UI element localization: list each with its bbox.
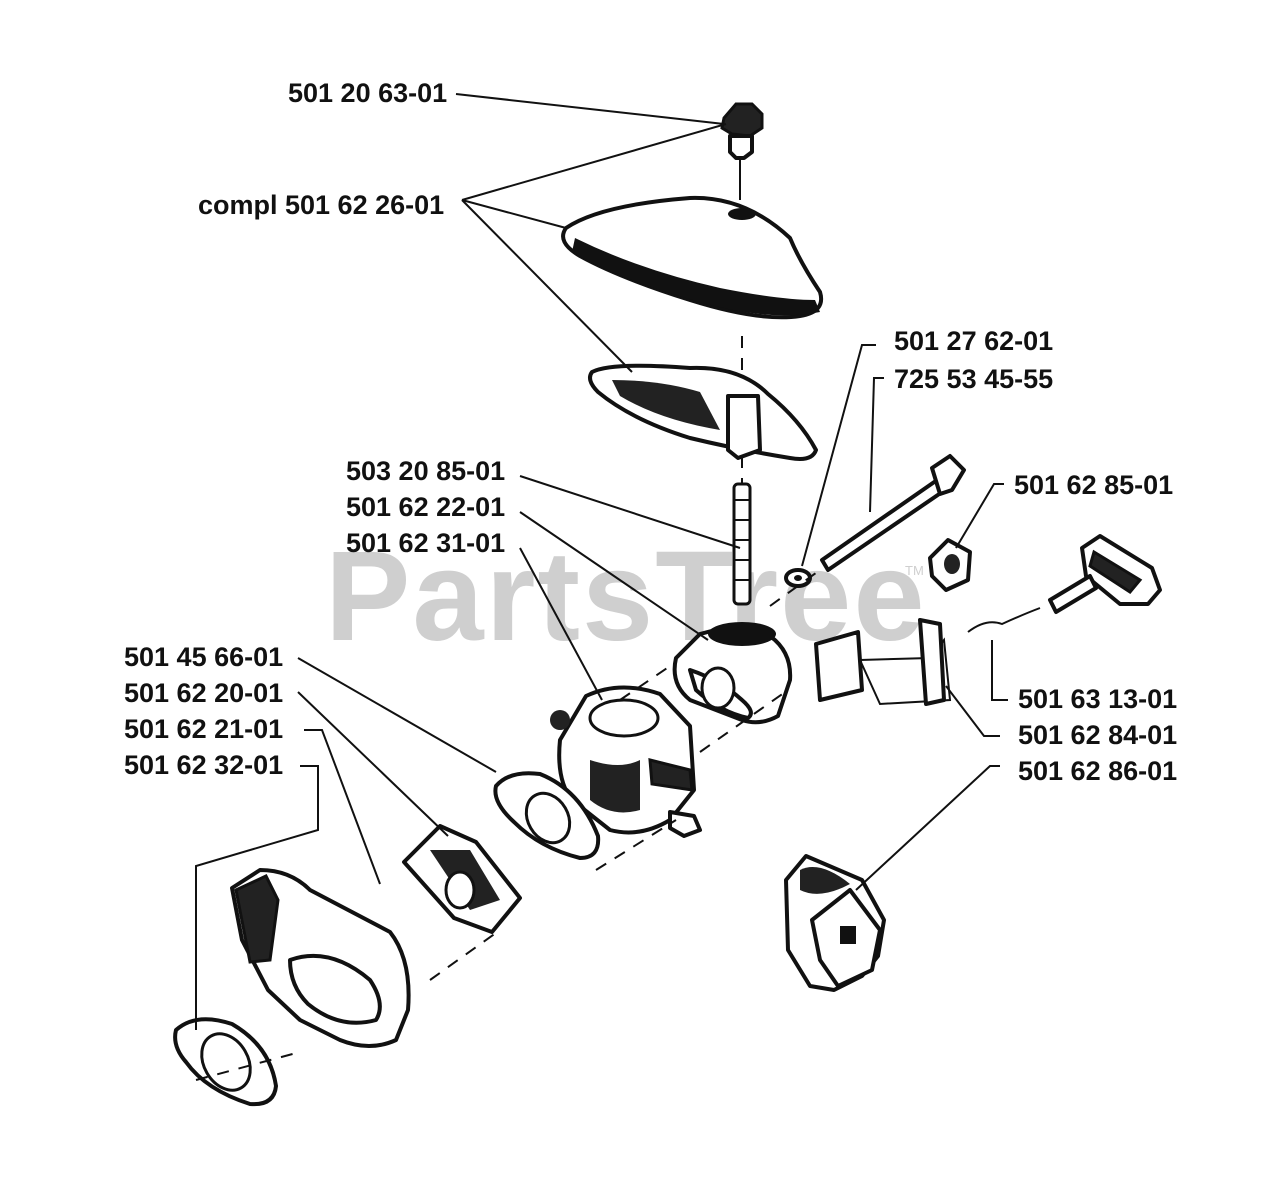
- air-filter-cover-part: [561, 195, 823, 320]
- washer-part: [784, 568, 812, 588]
- flange-gasket-part: [173, 1017, 301, 1107]
- part-label-501-20-63-01[interactable]: 501 20 63-01: [288, 78, 447, 108]
- watermark-trademark: TM: [905, 563, 924, 578]
- part-label-501-62-22-01[interactable]: 501 62 22-01: [346, 492, 505, 522]
- choke-bracket-part: [814, 618, 952, 706]
- part-label-501-62-84-01[interactable]: 501 62 84-01: [1018, 720, 1177, 750]
- filter-base-plate-part: [588, 336, 818, 461]
- part-label-501-62-85-01[interactable]: 501 62 85-01: [1014, 470, 1173, 500]
- stud-part: [732, 456, 752, 606]
- choke-knob-part: [967, 534, 1162, 633]
- part-label-501-62-21-01[interactable]: 501 62 21-01: [124, 714, 283, 744]
- carburetor-part: [550, 685, 702, 838]
- spacer-part: [402, 824, 522, 934]
- part-label-501-62-32-01[interactable]: 501 62 32-01: [124, 750, 283, 780]
- part-label-501-62-31-01[interactable]: 501 62 31-01: [346, 528, 505, 558]
- leader-lines: [195, 93, 1008, 1030]
- part-label-compl-501-62-26-01[interactable]: compl 501 62 26-01: [198, 190, 444, 220]
- part-label-501-27-62-01[interactable]: 501 27 62-01: [894, 326, 1053, 356]
- air-filter-element-part: [784, 854, 886, 992]
- intake-bracket-part: [230, 868, 411, 1048]
- part-label-501-45-66-01[interactable]: 501 45 66-01: [124, 642, 283, 672]
- part-label-501-62-20-01[interactable]: 501 62 20-01: [124, 678, 283, 708]
- intake-adapter-part: [672, 622, 793, 725]
- part-label-725-53-45-55[interactable]: 725 53 45-55: [894, 364, 1053, 394]
- cover-bolt-part: [720, 102, 764, 200]
- long-screw-part: [769, 454, 966, 607]
- clip-part: [928, 538, 972, 592]
- part-label-503-20-85-01[interactable]: 503 20 85-01: [346, 456, 505, 486]
- part-label-501-63-13-01[interactable]: 501 63 13-01: [1018, 684, 1177, 714]
- part-label-501-62-86-01[interactable]: 501 62 86-01: [1018, 756, 1177, 786]
- gasket-part: [493, 771, 601, 860]
